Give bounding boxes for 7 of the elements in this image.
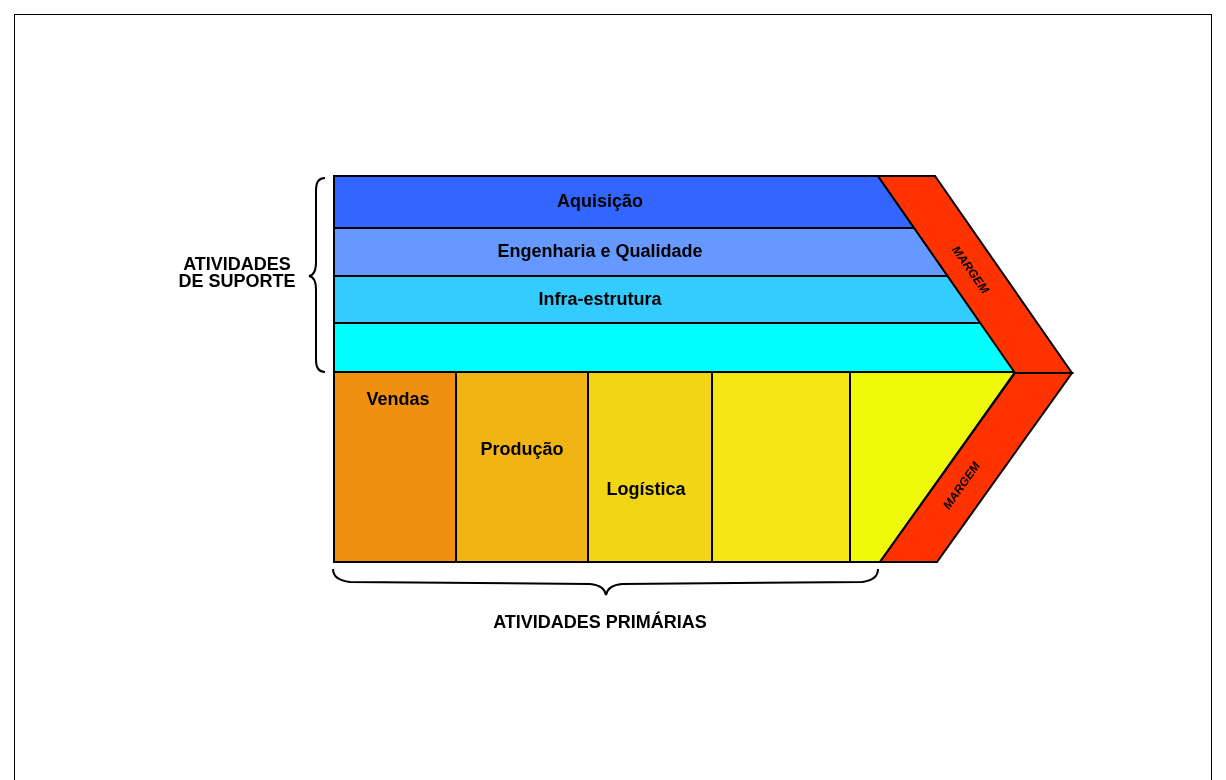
activity-label: Logística	[606, 480, 686, 500]
activity-label: Infra-estrutura	[538, 289, 662, 310]
group-label: ATIVIDADES DE SUPORTE	[177, 255, 297, 291]
activity-label: Produção	[480, 440, 564, 460]
activity-label: Vendas	[366, 390, 430, 410]
activity-label: Engenharia e Qualidade	[497, 242, 703, 262]
activity-label: Aquisição	[557, 192, 643, 212]
